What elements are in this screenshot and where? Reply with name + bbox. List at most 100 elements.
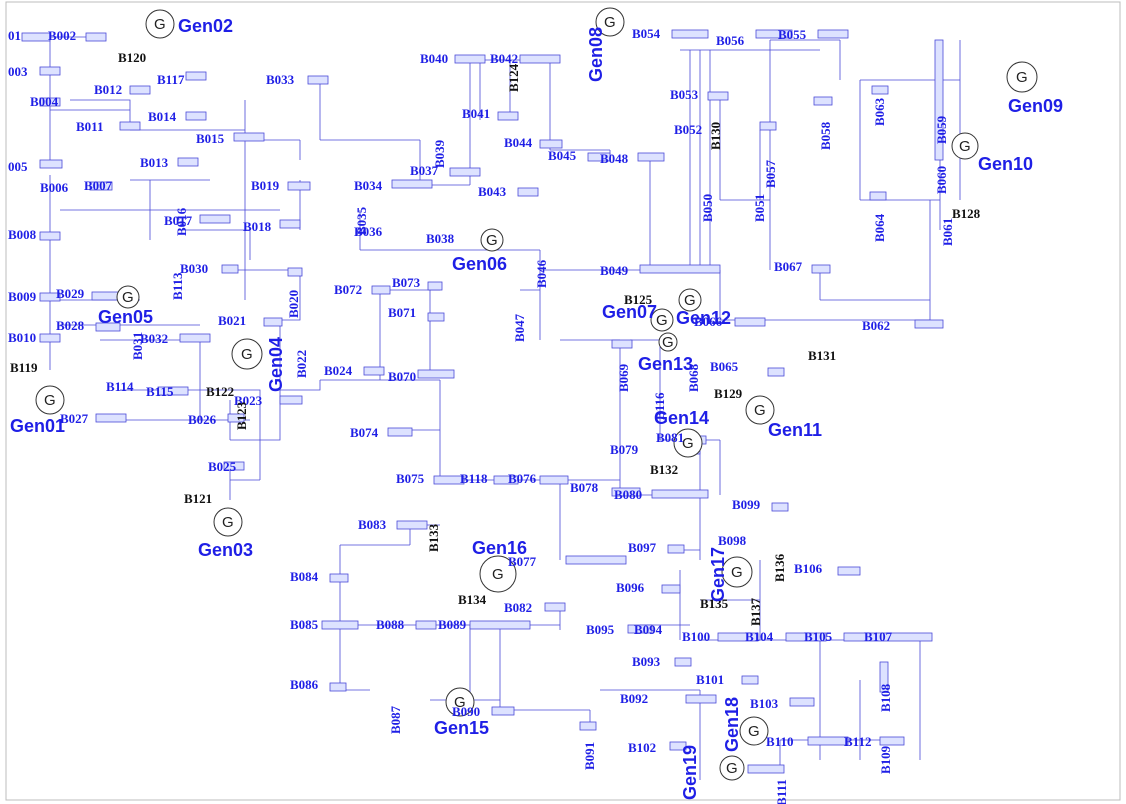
bus-label: B110 bbox=[766, 734, 793, 749]
bus-label: B034 bbox=[354, 178, 383, 193]
bus-label: B113 bbox=[170, 272, 185, 300]
bus-label: B089 bbox=[438, 617, 467, 632]
bus-label: B052 bbox=[674, 122, 702, 137]
busbar bbox=[707, 91, 729, 101]
busbar bbox=[21, 32, 51, 42]
black-bus-label: B136 bbox=[772, 553, 787, 582]
bus-label: B093 bbox=[632, 654, 661, 669]
bus-label: B035 bbox=[354, 206, 369, 235]
svg-text:G: G bbox=[684, 292, 696, 309]
busbar bbox=[39, 97, 61, 107]
busbar bbox=[807, 736, 849, 746]
bus-label: B073 bbox=[392, 275, 421, 290]
busbar bbox=[627, 624, 653, 634]
gen-label-gen04: Gen04 bbox=[266, 337, 286, 392]
busbar bbox=[811, 264, 831, 274]
bus-label: B054 bbox=[632, 26, 661, 41]
bus-label: B033 bbox=[266, 72, 295, 87]
busbar bbox=[871, 85, 889, 95]
busbar bbox=[287, 267, 303, 277]
bus-label: B004 bbox=[30, 94, 59, 109]
busbar bbox=[185, 71, 207, 81]
busbar bbox=[321, 620, 359, 630]
busbar bbox=[89, 181, 113, 191]
generator-symbol-gen04: G bbox=[231, 338, 263, 370]
busbar bbox=[454, 54, 486, 64]
bus-label: B042 bbox=[490, 51, 518, 66]
bus-label: B038 bbox=[426, 231, 455, 246]
busbar bbox=[579, 721, 597, 731]
black-bus-label: B120 bbox=[118, 50, 146, 65]
black-bus-label: B122 bbox=[206, 384, 234, 399]
busbar bbox=[329, 573, 349, 583]
busbar bbox=[497, 111, 519, 121]
svg-text:G: G bbox=[959, 138, 971, 155]
busbar bbox=[287, 181, 311, 191]
bus-label: B046 bbox=[534, 259, 549, 288]
bus-label: B040 bbox=[420, 51, 448, 66]
bus-label: B098 bbox=[718, 533, 747, 548]
bus-label: B086 bbox=[290, 677, 319, 692]
svg-text:G: G bbox=[726, 760, 738, 777]
gen-label-gen18: Gen18 bbox=[722, 697, 742, 752]
bus-label: B118 bbox=[460, 471, 488, 486]
bus-label: B055 bbox=[778, 27, 807, 42]
generator-labels: Gen01 Gen02 Gen03 Gen04 Gen05 Gen06 Gen0… bbox=[10, 16, 1063, 800]
generator-symbol-gen12: G bbox=[678, 288, 702, 312]
busbar bbox=[785, 632, 827, 642]
gen-label-gen17: Gen17 bbox=[708, 547, 728, 602]
busbar bbox=[179, 333, 211, 343]
generator-symbol-gen03: G bbox=[213, 507, 243, 537]
gen-label-gen10: Gen10 bbox=[978, 154, 1033, 174]
black-bus-label: B135 bbox=[700, 596, 729, 611]
busbar bbox=[433, 475, 465, 485]
busbar bbox=[221, 264, 239, 274]
bus-label: B029 bbox=[56, 286, 85, 301]
bus-label: B070 bbox=[388, 369, 416, 384]
generator-symbol-gen06: G bbox=[480, 228, 504, 252]
busbar bbox=[491, 706, 515, 716]
bus-label: B061 bbox=[940, 218, 955, 246]
svg-text:G: G bbox=[682, 435, 694, 452]
bus-label: B065 bbox=[710, 359, 739, 374]
busbar bbox=[747, 764, 785, 774]
bus-label: B088 bbox=[376, 617, 405, 632]
svg-text:G: G bbox=[754, 402, 766, 419]
bus-label: B017 bbox=[164, 213, 193, 228]
bus-label: B091 bbox=[582, 742, 597, 770]
busbar bbox=[667, 544, 685, 554]
generator-symbol-gen14: G bbox=[673, 428, 703, 458]
busbar bbox=[39, 159, 63, 169]
gen-label-gen14: Gen14 bbox=[654, 408, 709, 428]
svg-text:G: G bbox=[154, 16, 166, 33]
busbar bbox=[519, 54, 561, 64]
generator-symbol-gen10: G bbox=[951, 132, 979, 160]
bus-label: B041 bbox=[462, 106, 490, 121]
bus-label: B099 bbox=[732, 497, 761, 512]
generator-symbol-gen17: G bbox=[721, 556, 753, 588]
generator-symbol-gen16: G bbox=[479, 555, 517, 593]
bus-label: B021 bbox=[218, 313, 246, 328]
busbar bbox=[879, 736, 905, 746]
bus-label: B019 bbox=[251, 178, 280, 193]
svg-text:G: G bbox=[604, 14, 616, 31]
busbar bbox=[449, 167, 481, 177]
busbar bbox=[914, 319, 944, 329]
busbar bbox=[39, 292, 61, 302]
black-bus-label: B131 bbox=[808, 348, 836, 363]
busbar bbox=[279, 395, 303, 405]
gen-label-gen15: Gen15 bbox=[434, 718, 489, 738]
black-bus-label: B129 bbox=[714, 386, 743, 401]
bus-label: B116 bbox=[652, 392, 667, 420]
busbar bbox=[637, 152, 665, 162]
bus-label: B062 bbox=[862, 318, 890, 333]
busbar bbox=[674, 657, 692, 667]
bus-label: B012 bbox=[94, 82, 122, 97]
busbar bbox=[119, 121, 141, 131]
gen-label-gen09: Gen09 bbox=[1008, 96, 1063, 116]
busbar bbox=[363, 366, 385, 376]
bus-label: B109 bbox=[878, 745, 893, 774]
bus-label: B057 bbox=[763, 159, 778, 188]
bus-label: B076 bbox=[508, 471, 537, 486]
